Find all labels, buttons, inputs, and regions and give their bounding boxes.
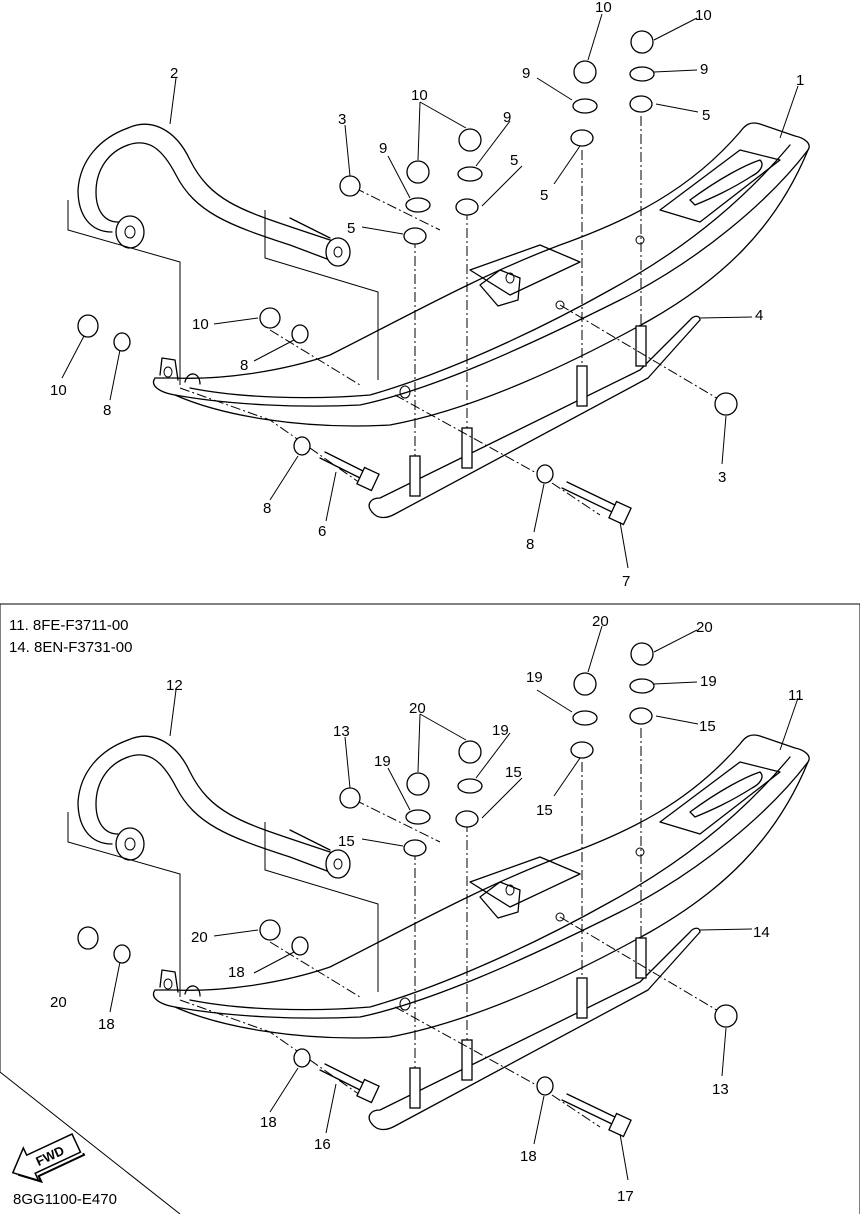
callout-1: 1 xyxy=(796,72,804,89)
callout-5: 5 xyxy=(510,152,518,169)
forward-arrow-icon: FWD xyxy=(11,1133,86,1184)
callout-20: 20 xyxy=(191,929,208,946)
diagram-code: 8GG1100-E470 xyxy=(13,1191,117,1208)
callout-3: 3 xyxy=(718,469,726,486)
callout-15: 15 xyxy=(536,802,553,819)
callout-9: 9 xyxy=(379,140,387,157)
callout-13: 13 xyxy=(712,1081,729,1098)
callout-9-right: 9 xyxy=(700,61,708,78)
callout-9: 9 xyxy=(503,109,511,126)
callout-15: 15 xyxy=(699,718,716,735)
callout-20: 20 xyxy=(50,994,67,1011)
callout-5: 5 xyxy=(347,220,355,237)
callout-10: 10 xyxy=(50,382,67,399)
callout-19: 19 xyxy=(492,722,509,739)
lower-section-frame xyxy=(0,603,860,1214)
callout-10: 10 xyxy=(695,7,712,24)
callout-12: 12 xyxy=(166,677,183,694)
callout-14: 14 xyxy=(753,924,770,941)
callout-15: 15 xyxy=(338,833,355,850)
callout-8: 8 xyxy=(263,500,271,517)
lower-callouts: 11 12 13 13 14 15 15 15 15 16 17 18 18 1… xyxy=(50,613,804,1205)
upper-leader-lines xyxy=(61,13,799,569)
callout-15: 15 xyxy=(505,764,522,781)
callout-20: 20 xyxy=(592,613,609,630)
note-part-14: 14. 8EN-F3731-00 xyxy=(9,639,132,656)
callout-19-right: 19 xyxy=(700,673,717,690)
callout-20: 20 xyxy=(409,700,426,717)
callout-6: 6 xyxy=(318,523,326,540)
callout-20: 20 xyxy=(696,619,713,636)
callout-5: 5 xyxy=(702,107,710,124)
callout-18: 18 xyxy=(228,964,245,981)
callout-3: 3 xyxy=(338,111,346,128)
upper-callouts: 1 2 3 3 4 5 5 5 5 6 7 8 8 8 8 9 9 9 3 9 … xyxy=(50,0,804,590)
callout-8: 8 xyxy=(240,357,248,374)
callout-10: 10 xyxy=(411,87,428,104)
callout-19: 19 xyxy=(526,669,543,686)
callout-9: 9 xyxy=(522,65,530,82)
callout-8: 8 xyxy=(526,536,534,553)
callout-18: 18 xyxy=(260,1114,277,1131)
lower-leader-lines xyxy=(109,625,799,1181)
callout-5: 5 xyxy=(540,187,548,204)
callout-18: 18 xyxy=(520,1148,537,1165)
callout-8: 8 xyxy=(103,402,111,419)
callout-19: 19 xyxy=(374,753,391,770)
note-part-11: 11. 8FE-F3711-00 xyxy=(9,617,129,634)
callout-11: 11 xyxy=(788,687,804,704)
callout-13: 13 xyxy=(333,723,350,740)
callout-4: 4 xyxy=(755,307,763,324)
callout-18: 18 xyxy=(98,1016,115,1033)
callout-2: 2 xyxy=(170,65,178,82)
callout-7: 7 xyxy=(622,573,630,590)
callout-10: 10 xyxy=(595,0,612,16)
lower-assembly-drawing xyxy=(67,642,810,1138)
callout-16: 16 xyxy=(314,1136,331,1153)
callout-10: 10 xyxy=(192,316,209,333)
callout-17: 17 xyxy=(617,1188,634,1205)
lower-notes: 11. 8FE-F3711-00 14. 8EN-F3731-00 xyxy=(9,617,132,656)
upper-assembly-drawing xyxy=(67,30,810,526)
